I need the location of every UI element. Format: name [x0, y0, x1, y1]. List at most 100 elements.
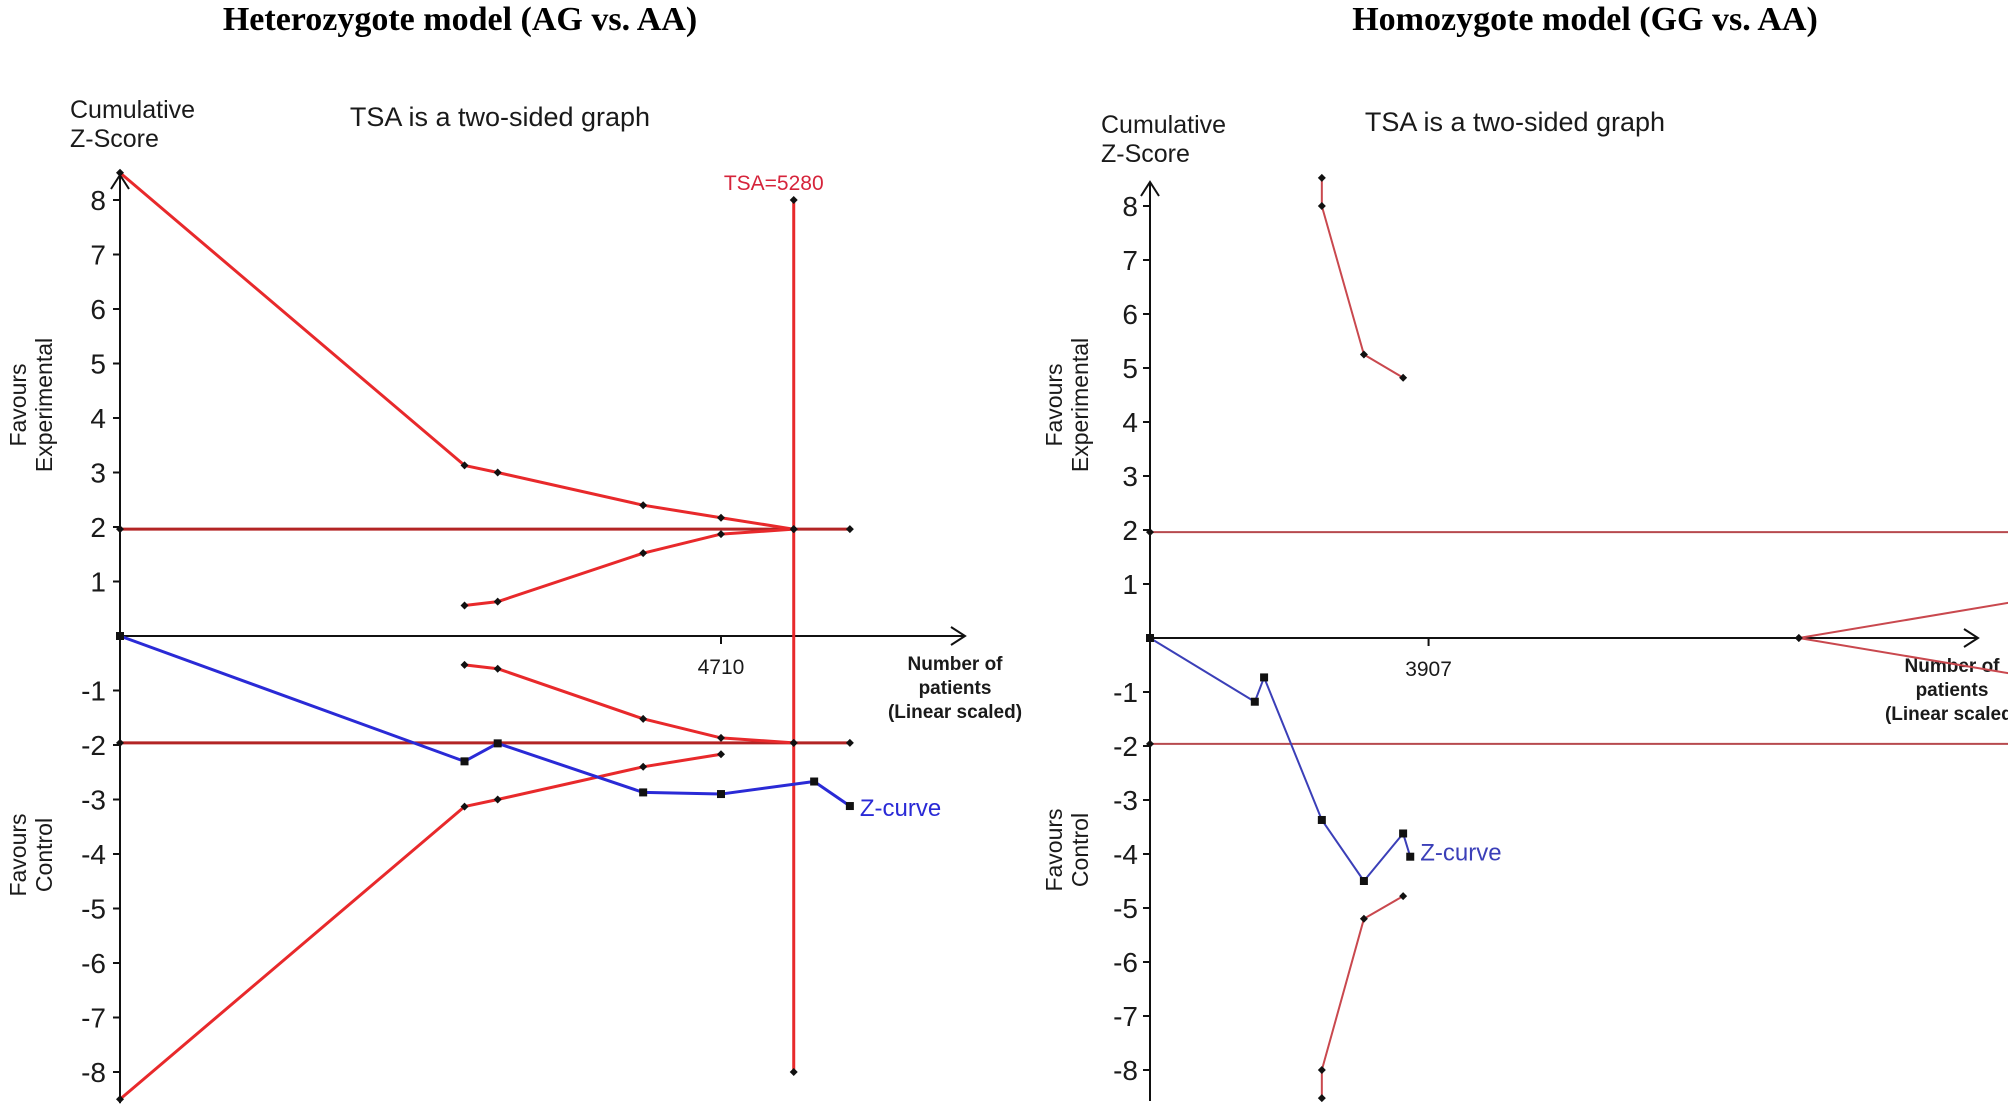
tsa-boundary-upper-outer-point — [1359, 350, 1368, 359]
y-tick-label: -6 — [81, 948, 106, 979]
y-tick-label: -7 — [1113, 1001, 1138, 1032]
y-tick-label: 5 — [90, 349, 106, 380]
y-tick-label: 8 — [1122, 191, 1138, 222]
tsa-boundary-lower-outer-point — [639, 762, 648, 771]
futility-wedge-lower — [1798, 637, 2008, 675]
z-curve-line-point — [493, 739, 502, 748]
favours-top-line2: Experimental — [31, 338, 57, 472]
x-axis-label-line3: (Linear scaled) — [1885, 704, 2008, 725]
futility-boundary-upper-point — [639, 549, 648, 558]
favours-bottom-line1: Favours — [1041, 808, 1067, 891]
z-curve-line-point — [845, 802, 854, 811]
tsa-marker — [789, 1068, 798, 1076]
tsa-boundary-upper-outer-point — [639, 501, 648, 510]
futility-boundary-upper-point — [716, 530, 725, 539]
x-tick-label: 4710 — [698, 656, 745, 679]
x-axis-label-line2: patients — [919, 678, 992, 699]
futility-boundary-lower-point — [493, 664, 502, 673]
tsa-boundary-upper-outer-point — [493, 468, 502, 477]
plot-area: 87654321-1-2-3-4-5-6-7-84710TSA=5280Z-cu… — [81, 168, 967, 1104]
x-axis-label-line2: patients — [1916, 680, 1989, 701]
tsa-boundary-lower-outer-point — [116, 1095, 124, 1104]
boundary-marker — [1146, 528, 1154, 537]
favours-experimental-label: Favours Experimental — [5, 338, 57, 472]
favours-top-line1: Favours — [1041, 363, 1067, 446]
y-tick-label: -5 — [1113, 893, 1138, 924]
y-axis-label-line1: Cumulative — [1101, 111, 1226, 139]
tsa-boundary-lower-outer-point — [493, 795, 502, 804]
homozygote-panel: Homozygote model (GG vs. AA) TSA is a tw… — [1041, 1, 2008, 1103]
z-curve-line-point — [1260, 673, 1269, 682]
futility-boundary-upper — [464, 527, 794, 607]
x-axis-arrowhead — [950, 626, 967, 646]
y-tick-label: -1 — [1113, 677, 1138, 708]
futility-boundary-lower-point — [639, 714, 648, 723]
favours-top-line2: Experimental — [1067, 338, 1093, 472]
boundary-marker — [845, 738, 854, 747]
favours-top-line1: Favours — [5, 363, 31, 446]
heterozygote-panel: Heterozygote model (AG vs. AA) TSA is a … — [5, 1, 1022, 1104]
boundary-marker — [116, 738, 124, 747]
y-axis-label-line1: Cumulative — [70, 96, 195, 124]
tsa-boundary-upper-outer — [119, 171, 794, 531]
tsa-boundary-upper-outer-point — [1399, 373, 1408, 382]
y-tick-label: -7 — [81, 1003, 106, 1034]
y-tick-label: -8 — [81, 1057, 106, 1088]
y-tick-label: 6 — [1122, 299, 1138, 330]
y-tick-label: 1 — [1122, 569, 1138, 600]
z-curve-line-point — [1359, 877, 1368, 885]
z-curve-line-point — [460, 757, 469, 766]
y-tick-label: 8 — [90, 185, 106, 216]
futility-boundary-lower-point — [460, 660, 469, 669]
favours-bottom-line1: Favours — [5, 813, 31, 896]
z-curve-line-point — [716, 790, 725, 799]
tsa-boundary-lower-outer-point — [1317, 1066, 1326, 1074]
futility-boundary-upper-point — [493, 597, 502, 606]
y-tick-label: 2 — [90, 512, 106, 543]
boundary-marker — [845, 525, 854, 534]
z-curve-line-point — [1250, 697, 1259, 706]
y-tick-label: -2 — [81, 730, 106, 761]
tsa-boundary-lower-outer-point — [1317, 1094, 1326, 1103]
y-tick-label: -3 — [1113, 785, 1138, 816]
y-tick-label: 3 — [1122, 461, 1138, 492]
x-axis-label-line1: Number of — [908, 654, 1004, 675]
tsa-boundary-lower-outer-point — [1399, 892, 1408, 901]
x-axis-arrowhead — [1963, 628, 1980, 648]
favours-bottom-line2: Control — [31, 818, 57, 892]
chart-subtitle: TSA is a two-sided graph — [1365, 107, 1665, 137]
y-tick-label: 4 — [1122, 407, 1138, 438]
tsa-boundary-lower-outer — [1320, 895, 1404, 1099]
tsa-marker — [789, 196, 798, 204]
y-tick-label: -5 — [81, 894, 106, 925]
z-curve-line-point — [810, 777, 819, 786]
y-tick-label: -3 — [81, 785, 106, 816]
y-tick-label: -4 — [1113, 839, 1138, 870]
z-curve-line-point — [1317, 815, 1326, 824]
tsa-boundary-upper-outer — [1320, 177, 1404, 379]
tsa-label: TSA=5280 — [724, 172, 824, 195]
boundary-marker — [116, 525, 124, 534]
y-tick-label: 2 — [1122, 515, 1138, 546]
z-curve-line — [1149, 637, 1412, 882]
futility-boundary-upper-point — [460, 601, 469, 610]
futility-boundary-lower-point — [716, 733, 725, 742]
z-curve-line-point — [116, 632, 124, 640]
panel-title: Homozygote model (GG vs. AA) — [1352, 1, 1818, 38]
y-tick-label: -6 — [1113, 947, 1138, 978]
y-tick-label: -2 — [1113, 731, 1138, 762]
y-tick-label: -1 — [81, 676, 106, 707]
tsa-boundary-lower-outer-point — [460, 802, 469, 811]
futility-wedge-upper — [1798, 601, 2008, 639]
tsa-boundary-lower-outer-point — [1359, 914, 1368, 923]
x-axis-label-line1: Number of — [1905, 656, 2001, 677]
chart-subtitle: TSA is a two-sided graph — [350, 102, 650, 132]
tsa-boundary-upper-outer-point — [460, 461, 469, 470]
y-axis-arrowhead — [1140, 180, 1160, 197]
favours-bottom-line2: Control — [1067, 813, 1093, 887]
y-tick-label: 7 — [90, 240, 106, 271]
y-tick-label: 5 — [1122, 353, 1138, 384]
tsa-boundary-upper-outer-point — [116, 168, 124, 177]
plot-area: 87654321-1-2-3-4-5-6-7-83907TSA=17949Z-c… — [1113, 173, 2008, 1103]
